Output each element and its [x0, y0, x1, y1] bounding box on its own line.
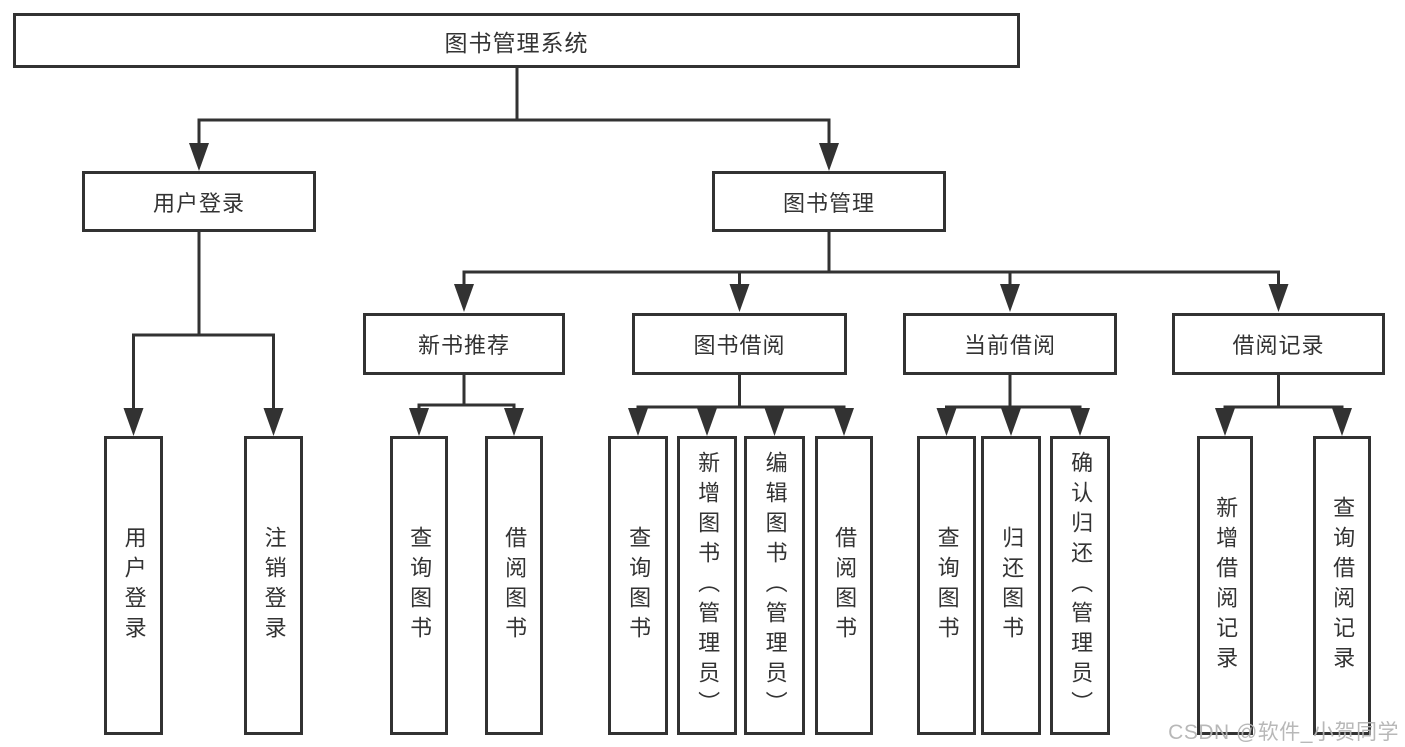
- node-book-borrow-label: 图书借阅: [693, 333, 786, 358]
- leaf-br-add-record: 新增借阅记录: [1197, 436, 1253, 735]
- node-new-book-recommend-label: 新书推荐: [417, 333, 510, 358]
- leaf-br-query-record: 查询借阅记录: [1313, 436, 1371, 735]
- arrowhead: [454, 284, 474, 312]
- connector-borrowrecords-to-leaves: [1223, 373, 1344, 412]
- connector-newbook-to-leaves: [417, 373, 516, 412]
- connector-bookmgmt-to-level3: [462, 230, 1280, 288]
- arrowhead: [697, 408, 717, 436]
- leaf-logout-label: 注销登录: [261, 525, 287, 646]
- leaf-nb-borrow-books-label: 借阅图书: [502, 525, 528, 646]
- leaf-bb-edit-books-admin-label: 编辑图书（管理员）: [762, 450, 788, 721]
- node-book-management-label: 图书管理: [782, 190, 875, 216]
- arrowhead: [936, 408, 957, 436]
- connector-root-to-level2: [197, 66, 831, 147]
- arrowhead: [628, 408, 648, 436]
- connector-bookborrow-to-leaves: [636, 373, 846, 412]
- leaf-bb-query-books: 查询图书: [608, 436, 668, 735]
- leaf-bb-borrow-books: 借阅图书: [815, 436, 873, 735]
- arrowhead: [764, 408, 785, 436]
- leaf-bb-borrow-books-label: 借阅图书: [832, 525, 858, 646]
- node-root: 图书管理系统: [13, 13, 1020, 68]
- leaf-nb-query-books-label: 查询图书: [407, 525, 433, 646]
- arrowhead: [1070, 408, 1090, 436]
- leaf-nb-query-books: 查询图书: [390, 436, 448, 735]
- leaf-cb-return-books: 归还图书: [981, 436, 1041, 735]
- arrowhead: [819, 143, 839, 171]
- node-book-management: 图书管理: [712, 171, 946, 232]
- arrowhead: [263, 408, 284, 436]
- leaf-cb-query-books: 查询图书: [917, 436, 976, 735]
- arrowhead: [189, 143, 209, 171]
- leaf-bb-add-books-admin: 新增图书（管理员）: [677, 436, 737, 735]
- leaf-cb-return-books-label: 归还图书: [999, 525, 1025, 646]
- arrowhead: [1215, 408, 1235, 436]
- node-root-label: 图书管理系统: [444, 29, 589, 56]
- leaf-nb-borrow-books: 借阅图书: [485, 436, 543, 735]
- node-current-borrow-label: 当前借阅: [963, 333, 1056, 358]
- connector-userlogin-to-leaves: [132, 230, 275, 412]
- arrowhead: [409, 408, 429, 436]
- leaf-br-add-record-label: 新增借阅记录: [1213, 495, 1239, 676]
- arrowhead: [729, 284, 750, 312]
- node-borrow-records-label: 借阅记录: [1232, 333, 1325, 358]
- node-borrow-records: 借阅记录: [1172, 313, 1385, 375]
- leaf-cb-confirm-return-admin-label: 确认归还（管理员）: [1068, 450, 1094, 721]
- leaf-bb-edit-books-admin: 编辑图书（管理员）: [744, 436, 805, 735]
- arrowhead: [1268, 284, 1289, 312]
- arrowhead: [1332, 408, 1352, 436]
- node-new-book-recommend: 新书推荐: [363, 313, 565, 375]
- arrowhead: [834, 408, 854, 436]
- leaf-user-login-label: 用户登录: [121, 525, 147, 646]
- leaf-cb-confirm-return-admin: 确认归还（管理员）: [1050, 436, 1110, 735]
- connector-currentborrow-to-leaves: [945, 373, 1082, 412]
- node-book-borrow: 图书借阅: [632, 313, 847, 375]
- leaf-bb-query-books-label: 查询图书: [626, 525, 652, 646]
- arrowhead: [1000, 284, 1020, 312]
- arrowhead: [123, 408, 144, 436]
- arrowhead: [504, 408, 524, 436]
- leaf-logout: 注销登录: [244, 436, 303, 735]
- leaf-user-login: 用户登录: [104, 436, 163, 735]
- node-user-login-label: 用户登录: [152, 190, 245, 216]
- node-current-borrow: 当前借阅: [903, 313, 1117, 375]
- node-user-login: 用户登录: [82, 171, 316, 232]
- arrowhead: [1001, 408, 1021, 436]
- leaf-bb-add-books-admin-label: 新增图书（管理员）: [695, 450, 721, 721]
- leaf-cb-query-books-label: 查询图书: [934, 525, 960, 646]
- csdn-watermark: CSDN @软件_小贺同学: [1168, 721, 1399, 744]
- leaf-br-query-record-label: 查询借阅记录: [1330, 495, 1356, 676]
